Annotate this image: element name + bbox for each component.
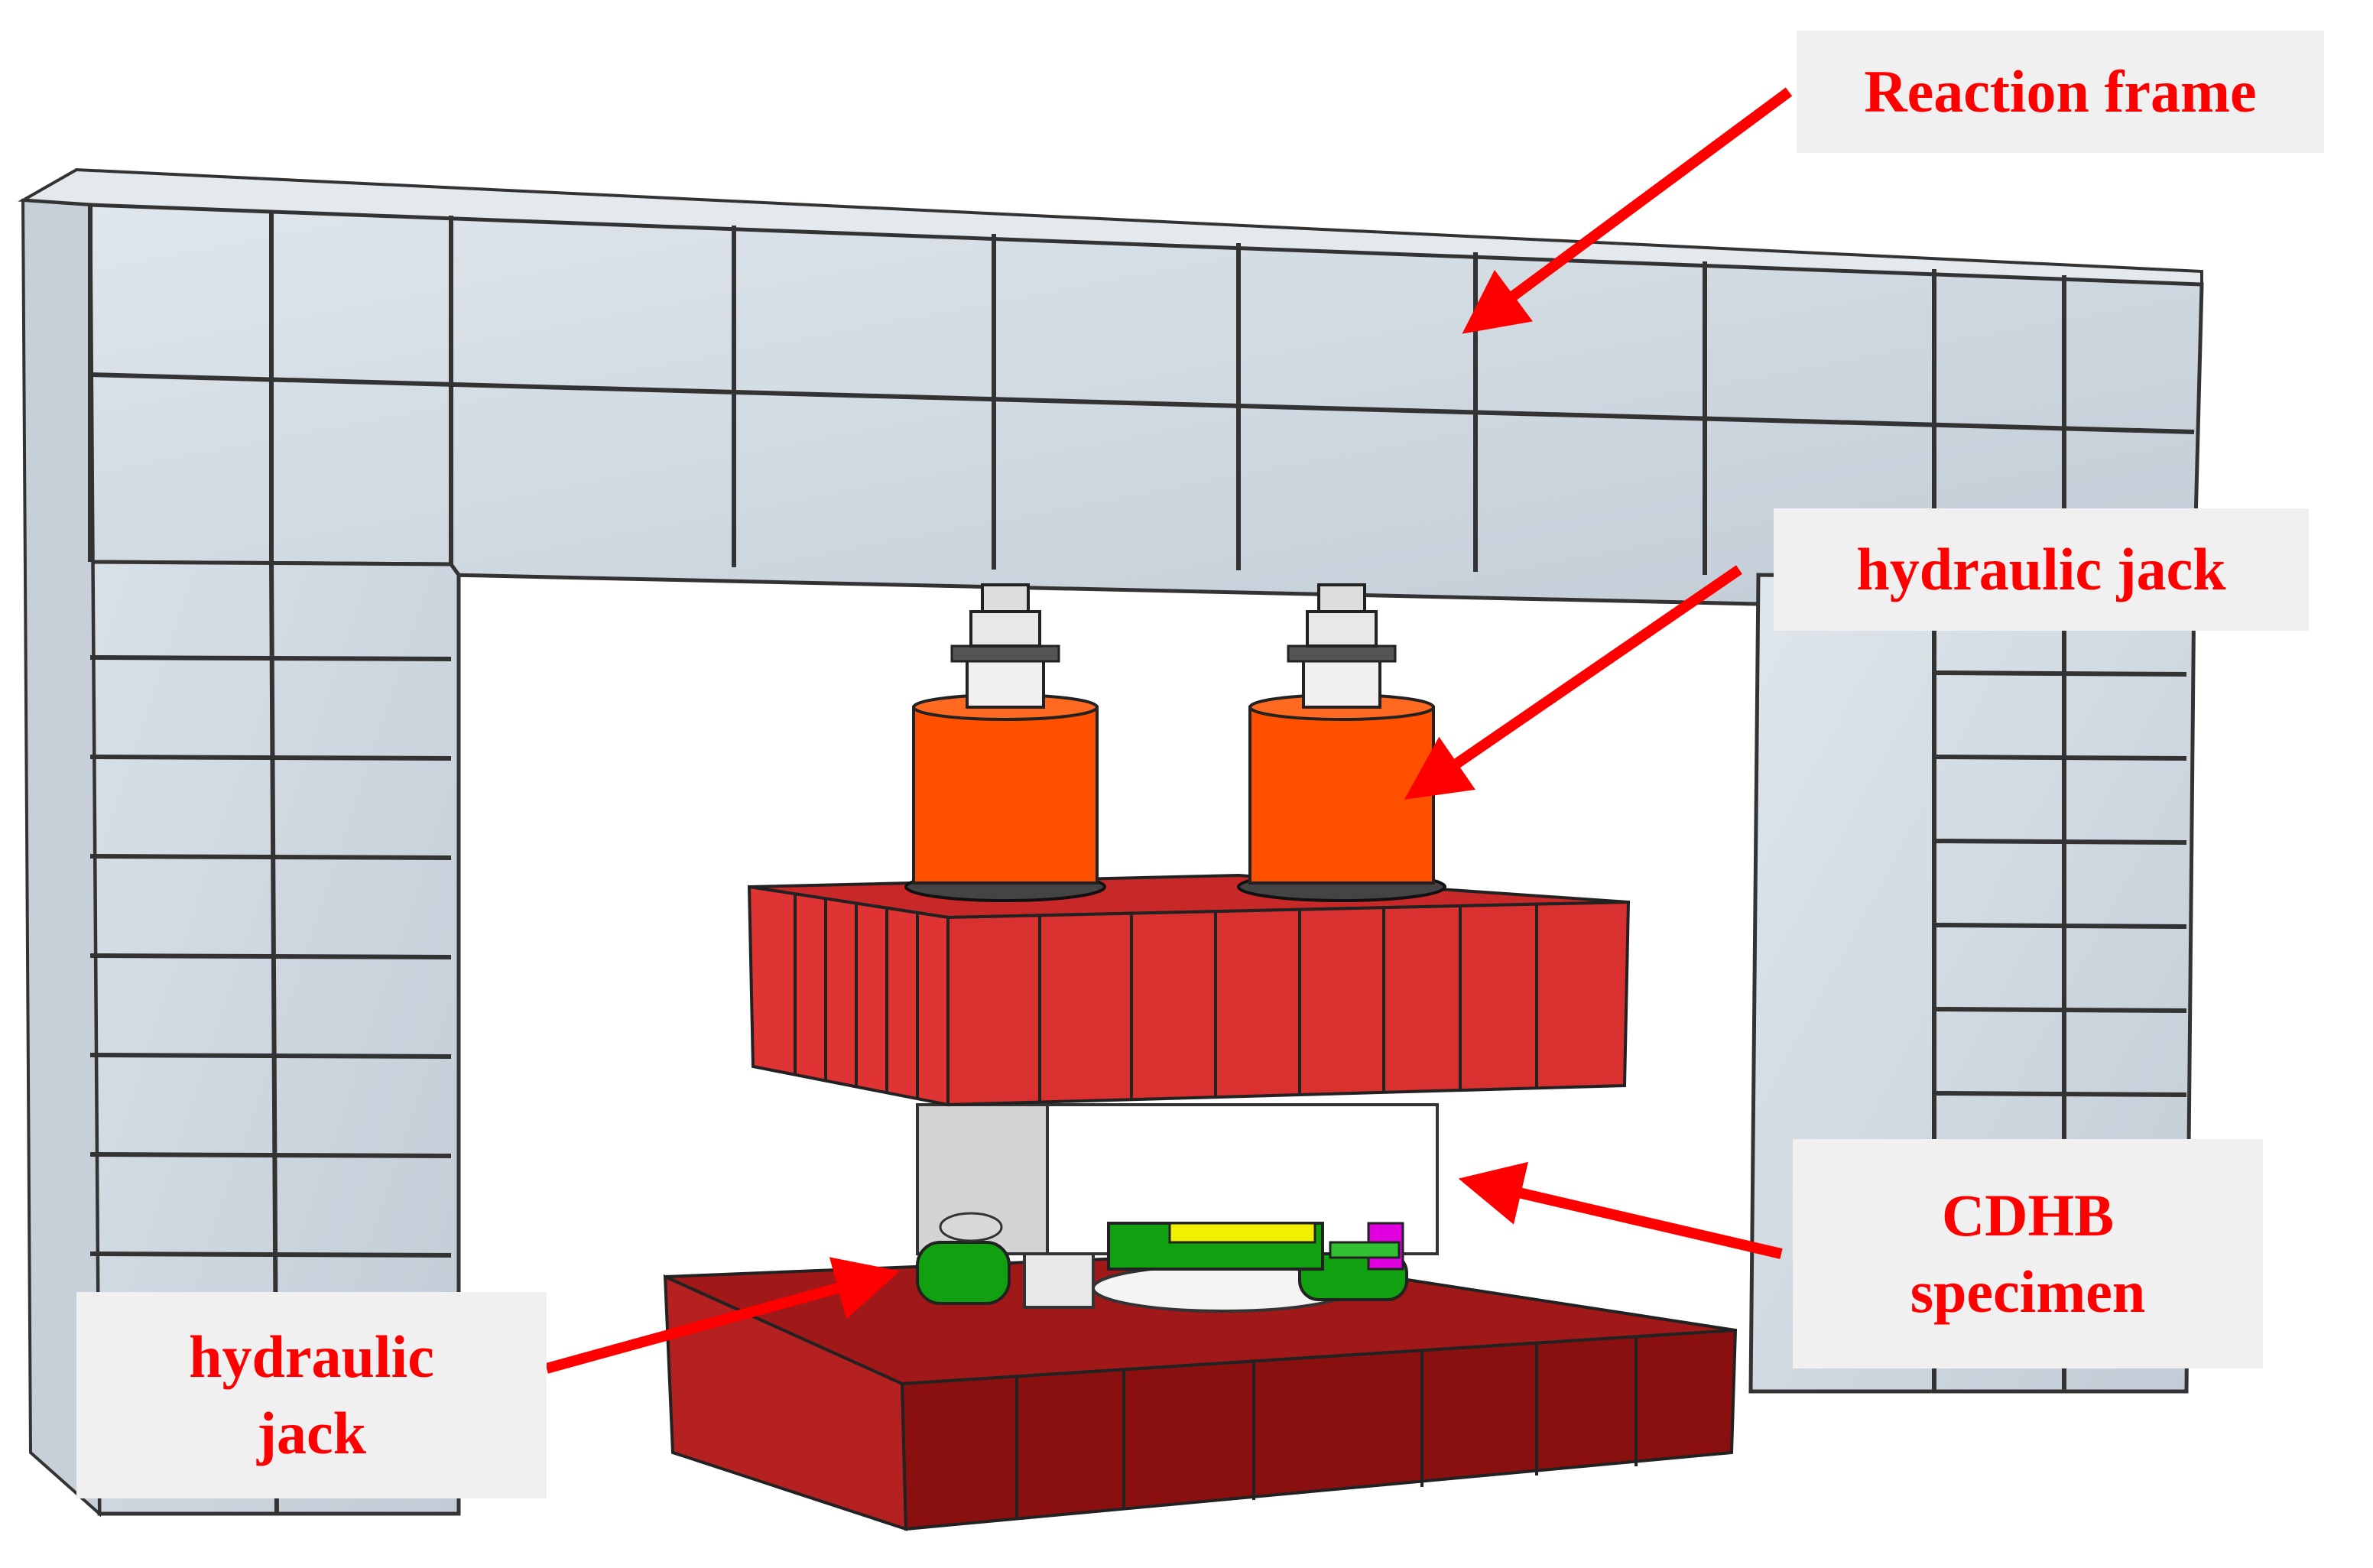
specimen-pier-left <box>1023 1252 1095 1309</box>
base-beam-stiffeners <box>1015 1338 1638 1518</box>
label-hydraulic-jack-top-text: hydraulic jack <box>1856 536 2226 602</box>
label-reaction-frame-text: Reaction frame <box>1864 58 2257 125</box>
arrow-cdhb-specimen <box>1458 1161 1783 1259</box>
loading-beam-stiffeners <box>794 894 1538 1102</box>
label-cdhb-line1: CDHB <box>1941 1182 2115 1248</box>
label-reaction-frame: Reaction frame <box>1797 31 2324 153</box>
callout-arrows <box>545 87 1793 1374</box>
base-beam <box>663 1251 1738 1531</box>
label-cdhb-line2: specimen <box>1910 1258 2146 1325</box>
label-hydraulic-jack-top: hydraulic jack <box>1774 508 2309 631</box>
loading-beam <box>747 873 1631 1107</box>
arrow-hydraulic-jack-top <box>1404 565 1742 800</box>
label-cdhb-specimen: CDHB specimen <box>1793 1139 2263 1368</box>
small-disc <box>939 1212 1003 1242</box>
vertical-jack-left <box>904 583 1106 902</box>
label-hydraulic-jack-bottom-line1: hydraulic <box>189 1323 434 1390</box>
label-hydraulic-jack-bottom-line2: jack <box>257 1400 366 1466</box>
loading-beam-front <box>946 900 1631 1107</box>
cdhb-specimen <box>916 1103 1439 1313</box>
yellow-rod <box>1168 1222 1316 1244</box>
arrow-hydraulic-jack-bottom <box>545 1257 900 1374</box>
base-beam-front-face <box>900 1328 1738 1531</box>
green-rod <box>1329 1241 1401 1259</box>
arrow-reaction-frame <box>1462 87 1793 334</box>
frame-left-grid <box>89 561 452 1514</box>
green-bearing-left <box>916 1241 1011 1305</box>
vertical-jack-right <box>1237 583 1446 902</box>
frame-left-column-side <box>21 198 102 1518</box>
label-hydraulic-jack-bottom: hydraulic jack <box>76 1292 547 1498</box>
